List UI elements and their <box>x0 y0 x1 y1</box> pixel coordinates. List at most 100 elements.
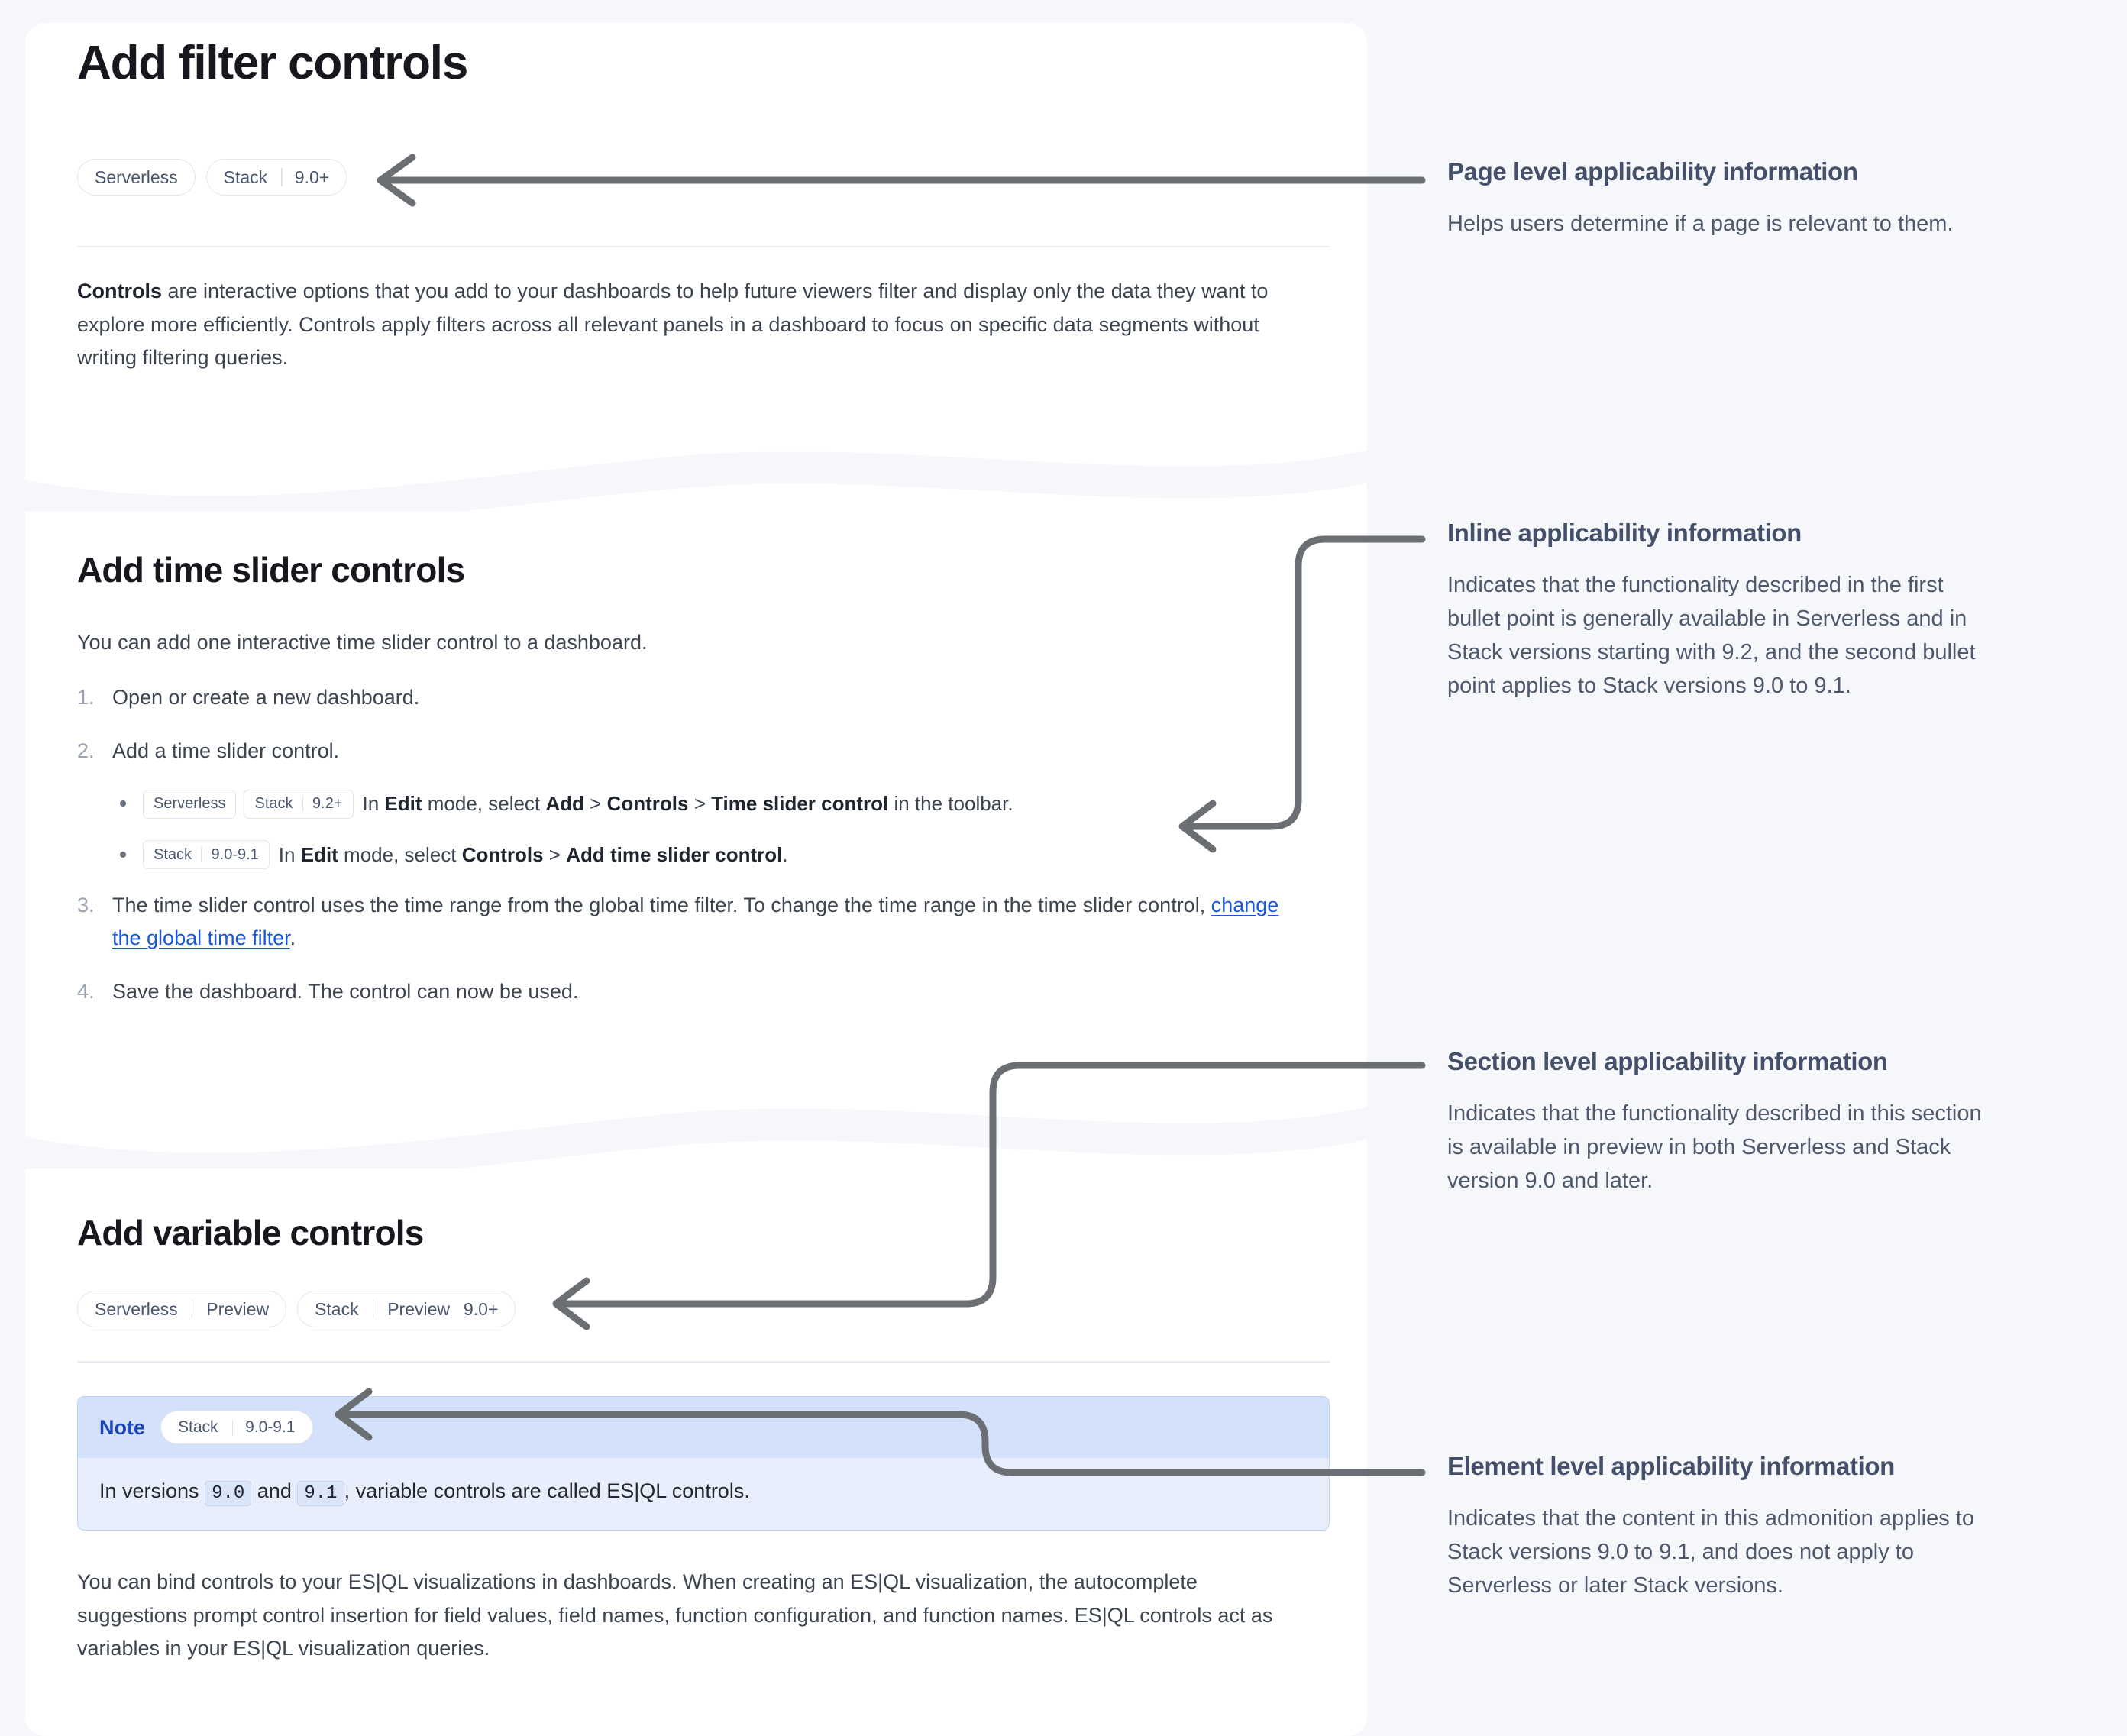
annotation-body: Indicates that the content in this admon… <box>1447 1505 1974 1598</box>
variable-controls-paragraph: You can bind controls to your ES|QL visu… <box>77 1570 1273 1660</box>
section-divider <box>77 1361 1330 1363</box>
pill-version: 9.0+ <box>294 166 330 187</box>
pill-separator <box>231 1419 234 1436</box>
note-text-pre: In versions <box>99 1479 205 1502</box>
step-text: The time slider control uses the time ra… <box>112 893 1211 916</box>
note-applicability-pill-stack[interactable]: Stack 9.0-9.1 <box>160 1411 313 1444</box>
documentation-column: Add filter controls Serverless Stack 9.0… <box>25 23 1367 1736</box>
annotation-title: Section level applicability information <box>1447 1047 1888 1075</box>
note-text-mid: and <box>251 1479 298 1502</box>
note-header: Note Stack 9.0-9.1 <box>78 1397 1329 1458</box>
step-number: 3. <box>77 893 95 916</box>
step-text: Open or create a new dashboard. <box>112 686 420 709</box>
annotation-element-level: Element level applicability information … <box>1447 1451 1982 1602</box>
pill-product-name: Serverless <box>95 1298 178 1319</box>
pill-lifecycle: Preview <box>387 1298 450 1319</box>
pill-product-name: Stack <box>315 1298 359 1319</box>
pill-product-name: Stack <box>178 1418 218 1436</box>
list-item: Stack 9.0-9.1 In Edit mode, select Contr… <box>112 839 1288 871</box>
badge-product-name: Serverless <box>154 795 226 813</box>
inline-badge-stack[interactable]: Stack 9.0-9.1 <box>143 839 270 869</box>
note-code-91: 9.1 <box>297 1481 344 1506</box>
pill-separator <box>191 1300 193 1318</box>
page-applicability-badges: Serverless Stack 9.0+ <box>77 159 1330 196</box>
inline-badge-serverless[interactable]: Serverless <box>143 789 237 819</box>
time-slider-sub-bullets: Serverless Stack 9.2+ In Edit mode, sele… <box>112 787 1288 870</box>
bullet-bold-controls: Controls <box>461 842 544 866</box>
intro-rest: are interactive options that you add to … <box>77 280 1269 370</box>
step-number: 4. <box>77 980 95 1004</box>
title-divider <box>77 246 1330 247</box>
annotation-section-level: Section level applicability information … <box>1447 1046 1982 1198</box>
bullet-sep: > <box>583 792 607 816</box>
bullet-sep: > <box>688 792 712 816</box>
section-applicability-badges: Serverless Preview Stack Preview 9.0+ <box>77 1291 1330 1327</box>
bullet-text-pre: In <box>362 792 385 816</box>
badge-product-name: Stack <box>254 795 293 813</box>
pill-product-name: Serverless <box>95 166 178 187</box>
page-title: Add filter controls <box>77 37 468 89</box>
applicability-pill-stack-preview[interactable]: Stack Preview 9.0+ <box>297 1291 516 1327</box>
bullet-text-mid: mode, select <box>422 792 546 816</box>
step-number: 2. <box>77 739 95 762</box>
step-text: Save the dashboard. The control can now … <box>112 980 579 1004</box>
time-slider-intro: You can add one interactive time slider … <box>77 631 648 654</box>
inline-badge-stack[interactable]: Stack 9.2+ <box>244 789 354 819</box>
badge-version: 9.2+ <box>312 795 343 813</box>
pill-separator <box>281 168 283 186</box>
bullet-bold-add-time-slider-control: Add time slider control <box>566 842 783 866</box>
note-code-90: 9.0 <box>205 1481 252 1506</box>
bullet-text-tail: in the toolbar. <box>888 792 1013 816</box>
doc-card-intro <box>25 23 1367 451</box>
annotation-page-level: Page level applicability information Hel… <box>1447 157 1982 241</box>
annotation-body: Indicates that the functionality describ… <box>1447 1101 1982 1193</box>
badge-product-name: Stack <box>154 845 192 863</box>
bullet-sep: > <box>543 842 567 866</box>
doc-card-time-slider <box>25 472 1367 1083</box>
note-body: In versions 9.0 and 9.1, variable contro… <box>78 1458 1329 1530</box>
global-time-filter-link[interactable]: change the global time filter <box>112 893 1279 950</box>
badge-separator <box>201 847 202 862</box>
list-item: 2. Add a time slider control. Serverless… <box>77 735 1288 871</box>
list-item: Serverless Stack 9.2+ In Edit mode, sele… <box>112 787 1288 820</box>
bullet-text-tail: . <box>782 842 788 866</box>
bullet-bold-add: Add <box>545 792 584 816</box>
badge-version: 9.0-9.1 <box>211 845 259 863</box>
pill-product-name: Stack <box>223 166 268 187</box>
intro-paragraph: Controls are interactive options that yo… <box>77 275 1288 375</box>
applicability-pill-stack[interactable]: Stack 9.0+ <box>205 159 347 196</box>
badge-separator <box>302 797 304 812</box>
bullet-text-pre: In <box>278 842 301 866</box>
annotation-title: Inline applicability information <box>1447 519 1802 547</box>
card-divider-wave-2 <box>25 1077 1367 1169</box>
bullet-bold-controls: Controls <box>606 792 689 816</box>
note-label: Note <box>99 1415 145 1439</box>
intro-lead-bold: Controls <box>77 280 162 302</box>
bullet-bold-edit: Edit <box>300 842 338 866</box>
annotation-body: Indicates that the functionality describ… <box>1447 572 1976 698</box>
bullet-text-mid: mode, select <box>338 842 462 866</box>
pill-version: 9.0+ <box>464 1298 499 1319</box>
pill-version: 9.0-9.1 <box>245 1418 296 1436</box>
step-text-tail: . <box>289 926 296 950</box>
annotation-title: Page level applicability information <box>1447 157 1858 186</box>
step-text: Add a time slider control. <box>112 739 340 762</box>
card-divider-wave-1 <box>25 420 1367 512</box>
section-title-variable: Add variable controls <box>77 1213 424 1253</box>
section-title-time-slider: Add time slider controls <box>77 550 465 590</box>
pill-lifecycle: Preview <box>206 1298 270 1319</box>
applicability-pill-serverless-preview[interactable]: Serverless Preview <box>77 1291 287 1327</box>
note-admonition: Note Stack 9.0-9.1 In versions 9.0 and 9… <box>77 1396 1330 1531</box>
annotation-body: Helps users determine if a page is relev… <box>1447 211 1954 236</box>
bullet-bold-time-slider-control: Time slider control <box>711 792 889 816</box>
annotation-inline: Inline applicability information Indicat… <box>1447 518 1982 703</box>
list-item: 3. The time slider control uses the time… <box>77 889 1288 955</box>
note-text-tail: , variable controls are called ES|QL con… <box>344 1479 750 1502</box>
bullet-bold-edit: Edit <box>384 792 422 816</box>
time-slider-steps: 1. Open or create a new dashboard. 2. Ad… <box>77 681 1288 1009</box>
bullet-dot-icon <box>120 851 126 858</box>
pill-separator <box>372 1300 374 1318</box>
applicability-pill-serverless[interactable]: Serverless <box>77 159 196 196</box>
bullet-dot-icon <box>120 800 126 807</box>
